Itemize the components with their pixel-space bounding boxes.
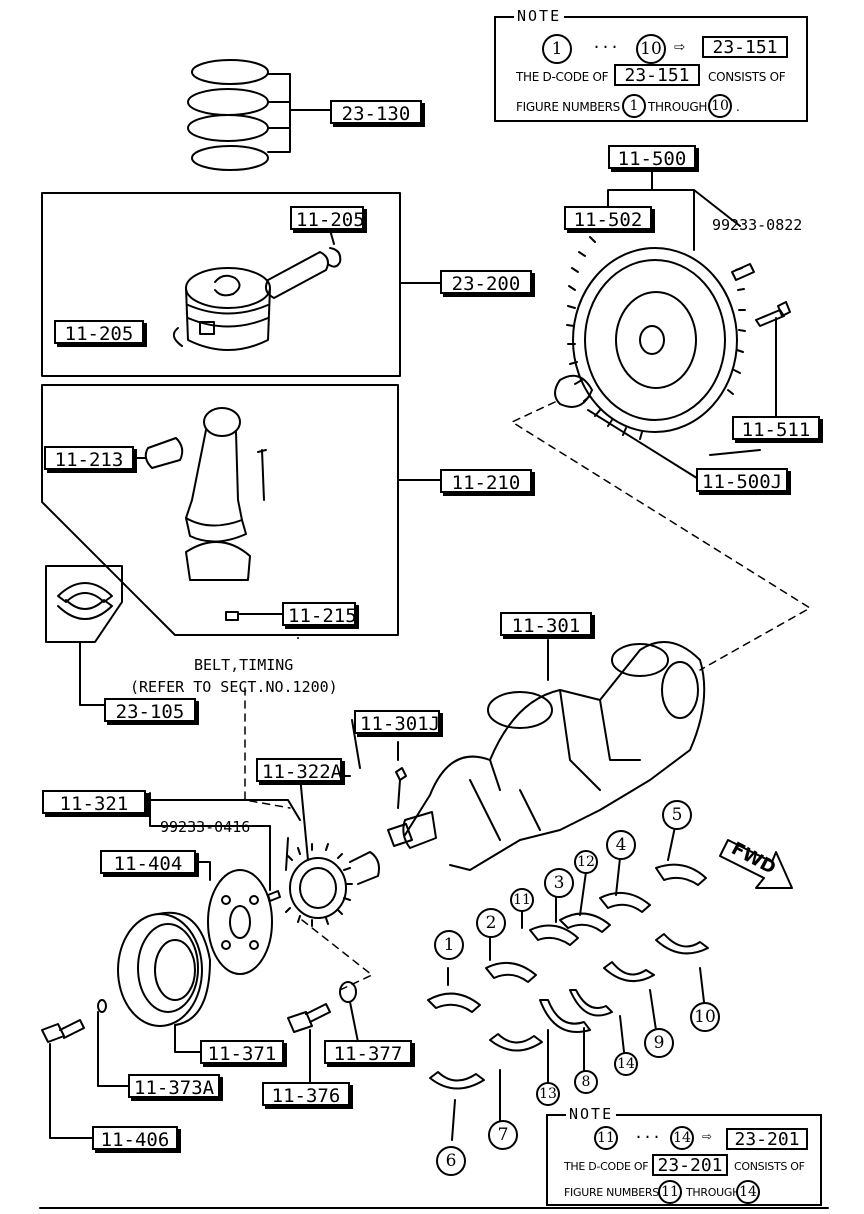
part-label-11-371: 11-371 (200, 1040, 284, 1065)
part-label-11-376: 11-376 (262, 1082, 350, 1107)
bearing-number-7: 7 (488, 1120, 518, 1150)
main-bearing-small-frame (45, 565, 123, 706)
part-label-11-301: 11-301 (500, 612, 592, 637)
part-label-11-210: 11-210 (440, 469, 532, 494)
bearing-number-12: 12 (574, 850, 598, 874)
part-label-11-377: 11-377 (324, 1040, 412, 1065)
bearing-number-8: 8 (574, 1070, 598, 1094)
note-top-period: . (736, 100, 740, 114)
note-bottom-to-number: 14 (670, 1126, 694, 1150)
note-bottom-text4: THROUGH (686, 1186, 741, 1199)
piston-group-frame (41, 192, 441, 377)
part-label-99233-0822: 99233-0822 (712, 216, 803, 234)
note-top-text3: FIGURE NUMBERS (516, 100, 620, 114)
piston-drawing (172, 267, 271, 351)
part-label-11-406: 11-406 (92, 1126, 178, 1151)
bearing-number-6: 6 (436, 1146, 466, 1176)
part-label-23-130: 23-130 (330, 100, 422, 125)
note-bottom-n1: 11 (658, 1180, 682, 1204)
note-bottom-arrow: ⇨ (702, 1126, 712, 1145)
part-label-23-200: 23-200 (440, 270, 532, 295)
timing-sprocket-drawing (267, 835, 380, 927)
note-top-text2: CONSISTS OF (708, 70, 786, 84)
fwd-arrow-drawing (719, 839, 793, 889)
note-top-code2: 23-151 (614, 64, 700, 86)
note-bottom-text1: THE D-CODE OF (564, 1160, 649, 1173)
note-top-n1: 1 (622, 94, 646, 118)
bearing-shells-drawing (427, 821, 709, 1141)
part-label-11-213: 11-213 (44, 446, 134, 471)
connecting-rod-drawing (115, 407, 283, 621)
part-label-11-215: 11-215 (282, 602, 357, 627)
note-bottom-dots: ··· (634, 1128, 662, 1146)
part-label-11-205-pin-clip: 11-205 (290, 206, 365, 231)
note-top-code: 23-151 (702, 36, 788, 58)
note-top-from-number: 1 (542, 34, 572, 64)
crank-pulley-drawing (117, 911, 211, 1053)
pulley-hub-drawing (207, 869, 273, 975)
bearing-number-13: 13 (536, 1082, 560, 1106)
belt-timing-label: BELT,TIMING (194, 656, 294, 674)
note-bottom: NOTE 11 ··· 14 ⇨ 23-201 THE D-CODE OF 23… (546, 1105, 822, 1206)
note-top-dots: ··· (592, 38, 620, 56)
connecting-rod-group-frame (41, 384, 441, 636)
note-top-to-number: 10 (636, 34, 666, 64)
part-label-11-404: 11-404 (100, 850, 196, 875)
note-bottom-text3: FIGURE NUMBERS (564, 1186, 659, 1199)
bearing-number-1: 1 (434, 930, 464, 960)
part-label-11-500: 11-500 (608, 145, 696, 170)
bearing-number-2: 2 (476, 908, 506, 938)
part-label-23-105: 23-105 (104, 698, 196, 723)
bearing-number-10: 10 (690, 1002, 720, 1032)
bearing-number-3: 3 (544, 868, 574, 898)
bearing-number-14: 14 (614, 1052, 638, 1076)
part-label-11-205: 11-205 (54, 320, 144, 345)
crankshaft-drawing (387, 639, 706, 871)
part-label-11-322a: 11-322A (256, 758, 342, 783)
part-label-11-301j: 11-301J (354, 710, 440, 735)
note-bottom-code2: 23-201 (652, 1154, 728, 1176)
flywheel-drawing (554, 169, 791, 481)
note-bottom-code: 23-201 (726, 1128, 808, 1150)
belt-timing-reference: (REFER TO SECT.NO.1200) (130, 678, 338, 696)
part-label-11-511: 11-511 (732, 416, 820, 441)
bearing-number-4: 4 (606, 830, 636, 860)
note-bottom-title: NOTE (566, 1105, 617, 1123)
note-top: NOTE 1 ··· 10 ⇨ 23-151 THE D-CODE OF 23-… (494, 7, 808, 122)
bearing-number-9: 9 (644, 1028, 674, 1058)
piston-pin-drawing (265, 229, 342, 299)
assembly-dashed-lines (244, 401, 811, 991)
note-top-arrow: ⇨ (674, 36, 685, 57)
note-bottom-n2: 14 (736, 1180, 760, 1204)
note-top-n2: 10 (708, 94, 732, 118)
note-top-text1: THE D-CODE OF (516, 70, 609, 84)
note-top-text4: THROUGH (648, 100, 708, 114)
note-bottom-text2: CONSISTS OF (734, 1160, 805, 1173)
part-label-11-500j: 11-500J (696, 468, 788, 493)
bearing-number-11: 11 (510, 888, 534, 912)
bearing-number-5: 5 (662, 800, 692, 830)
part-label-11-373a: 11-373A (128, 1074, 220, 1099)
note-bottom-from-number: 11 (594, 1126, 618, 1150)
note-top-title: NOTE (514, 7, 565, 25)
part-label-11-502: 11-502 (564, 206, 652, 231)
piston-rings-drawing (187, 59, 331, 171)
part-label-11-321: 11-321 (42, 790, 146, 815)
part-label-99233-0416: 99233-0416 (160, 818, 251, 836)
